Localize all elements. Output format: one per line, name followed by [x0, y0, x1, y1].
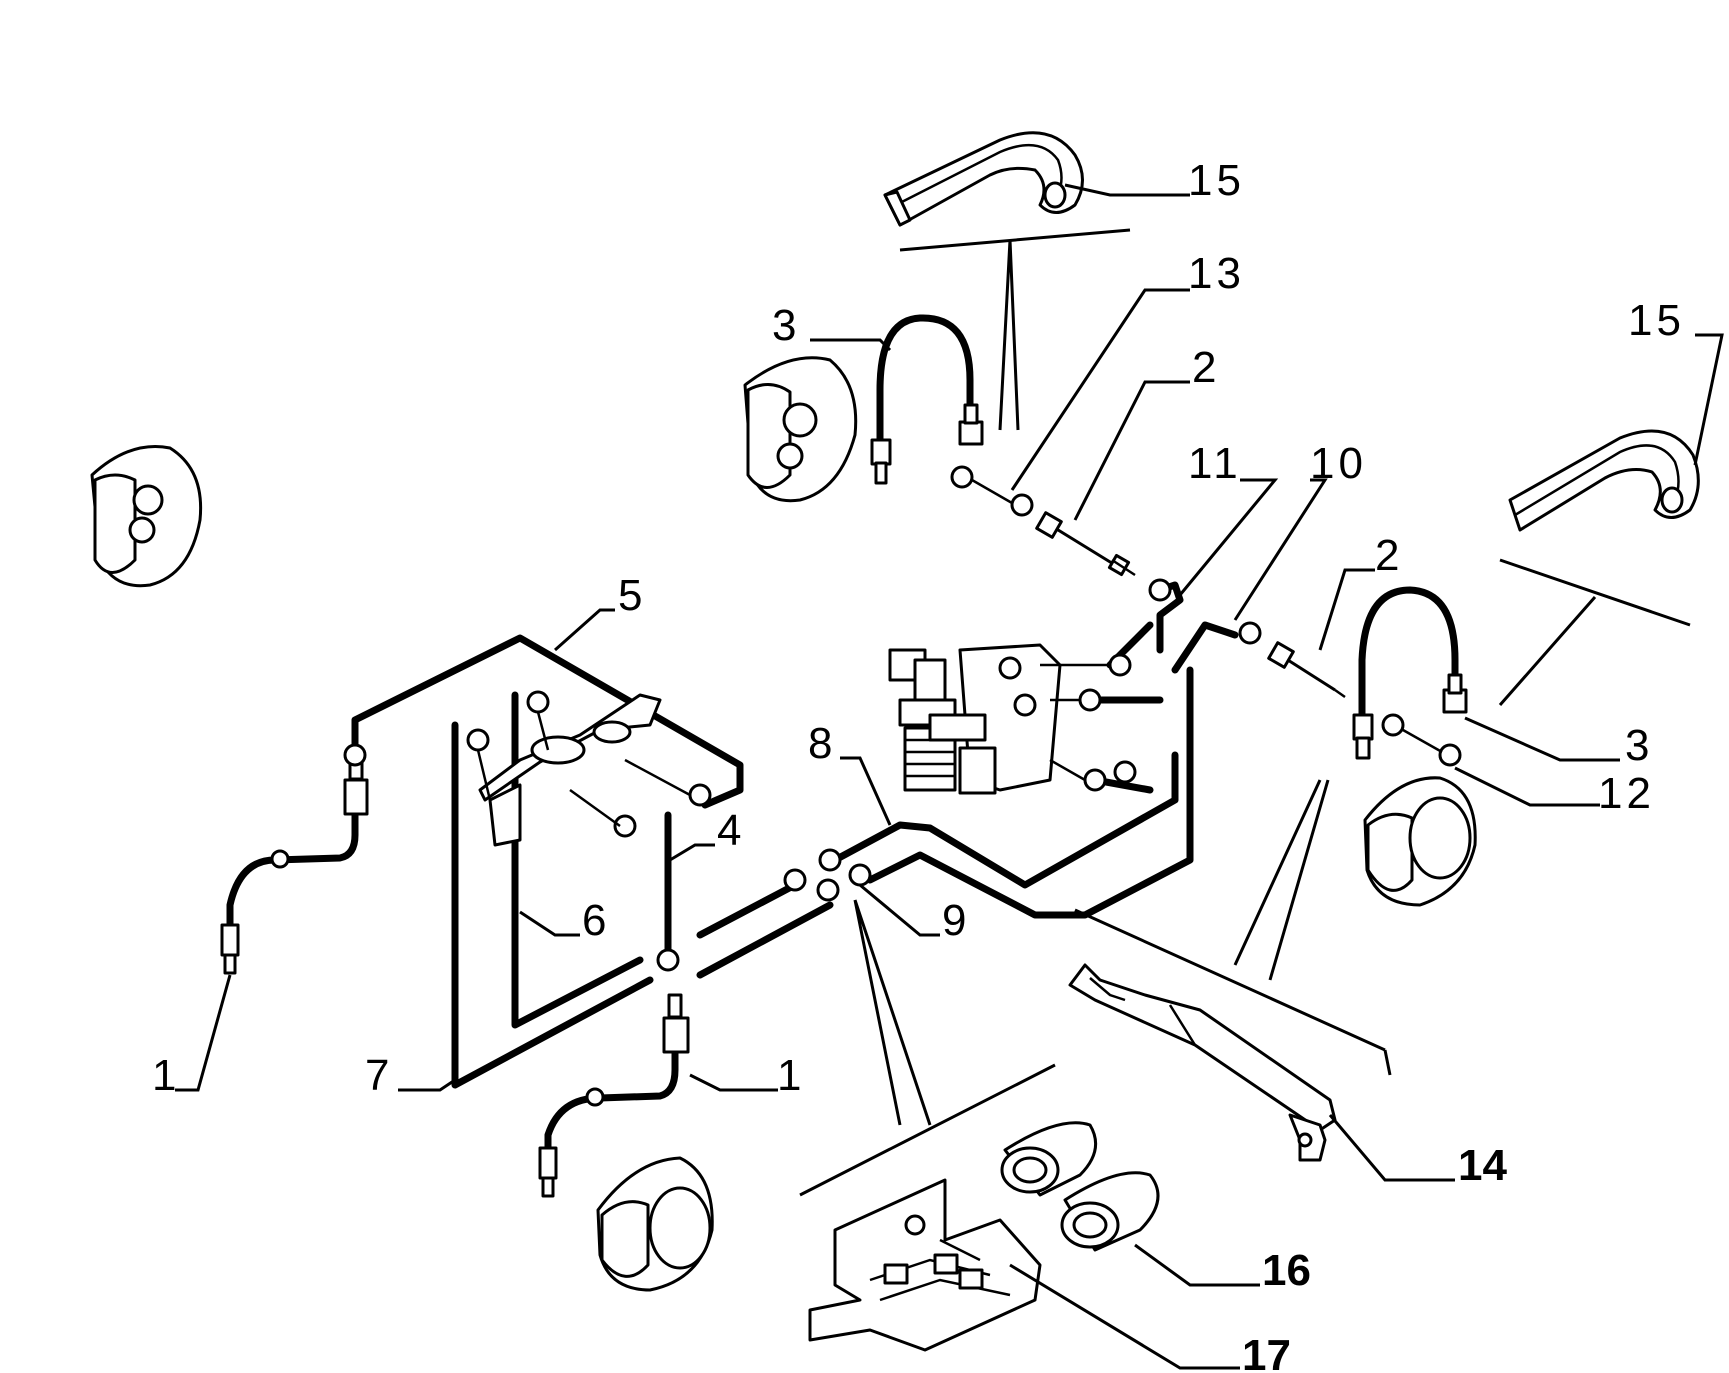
callout-12: 12	[1598, 769, 1655, 818]
callout-2-lower: 2	[1375, 531, 1403, 580]
callout-5: 5	[618, 571, 646, 620]
pipe-5	[351, 634, 744, 809]
callout-11: 11	[1188, 439, 1242, 488]
callout-10: 10	[1310, 439, 1367, 488]
callout-15-lower: 15	[1628, 296, 1685, 345]
pipe-bracket-14	[1068, 963, 1337, 1162]
banjo-bolt-2-upper	[1035, 511, 1136, 577]
master-cylinder	[466, 690, 712, 847]
callout-13: 13	[1188, 249, 1245, 298]
protective-sheath-15-lower	[1508, 429, 1700, 532]
flexible-hose-1-front-left	[220, 755, 369, 975]
pipe-10	[1171, 621, 1239, 674]
callout-15-upper: 15	[1188, 156, 1245, 205]
pipe-8	[696, 751, 1179, 939]
callout-8: 8	[808, 719, 836, 768]
banjo-bolt-2-lower	[1267, 641, 1346, 699]
mounting-plate-17	[808, 1178, 1042, 1352]
bolt-13	[971, 478, 1013, 505]
callout-2-upper: 2	[1192, 343, 1220, 392]
callout-7: 7	[365, 1051, 393, 1100]
callout-1-right: 1	[777, 1051, 805, 1100]
double-union-16	[1000, 1121, 1160, 1252]
union-seals	[343, 465, 1462, 972]
brake-drum-rear-left	[596, 1156, 714, 1292]
brake-disc-front-right	[743, 356, 858, 503]
callout-3-lower: 3	[1625, 721, 1653, 770]
brake-disc-front-left	[90, 445, 203, 588]
flexible-hose-3-front-right	[870, 314, 984, 485]
bolt-12	[1402, 728, 1443, 754]
callout-4: 4	[717, 806, 745, 855]
callout-9: 9	[942, 896, 970, 945]
callout-labels: 1 1 2 2 3 3 4 5 6 7 8 9 10 11 12 13 14 1…	[152, 156, 1685, 1373]
protective-sheath-15-upper	[883, 131, 1084, 227]
flexible-hose-1-rear-left	[538, 993, 690, 1198]
pipe-7	[451, 721, 654, 1089]
callout-6: 6	[582, 896, 610, 945]
flexible-hose-3-rear-right	[1352, 586, 1468, 760]
pressure-regulator-unit	[888, 643, 1137, 795]
callout-3-upper: 3	[772, 301, 800, 350]
callout-14: 14	[1458, 1141, 1507, 1190]
leader-lines	[175, 183, 1724, 1370]
callout-17: 17	[1242, 1331, 1291, 1373]
callout-1-left: 1	[152, 1051, 180, 1100]
pipe-9	[696, 666, 1194, 979]
callout-16: 16	[1262, 1246, 1311, 1295]
brake-drum-rear-right	[1363, 776, 1477, 907]
